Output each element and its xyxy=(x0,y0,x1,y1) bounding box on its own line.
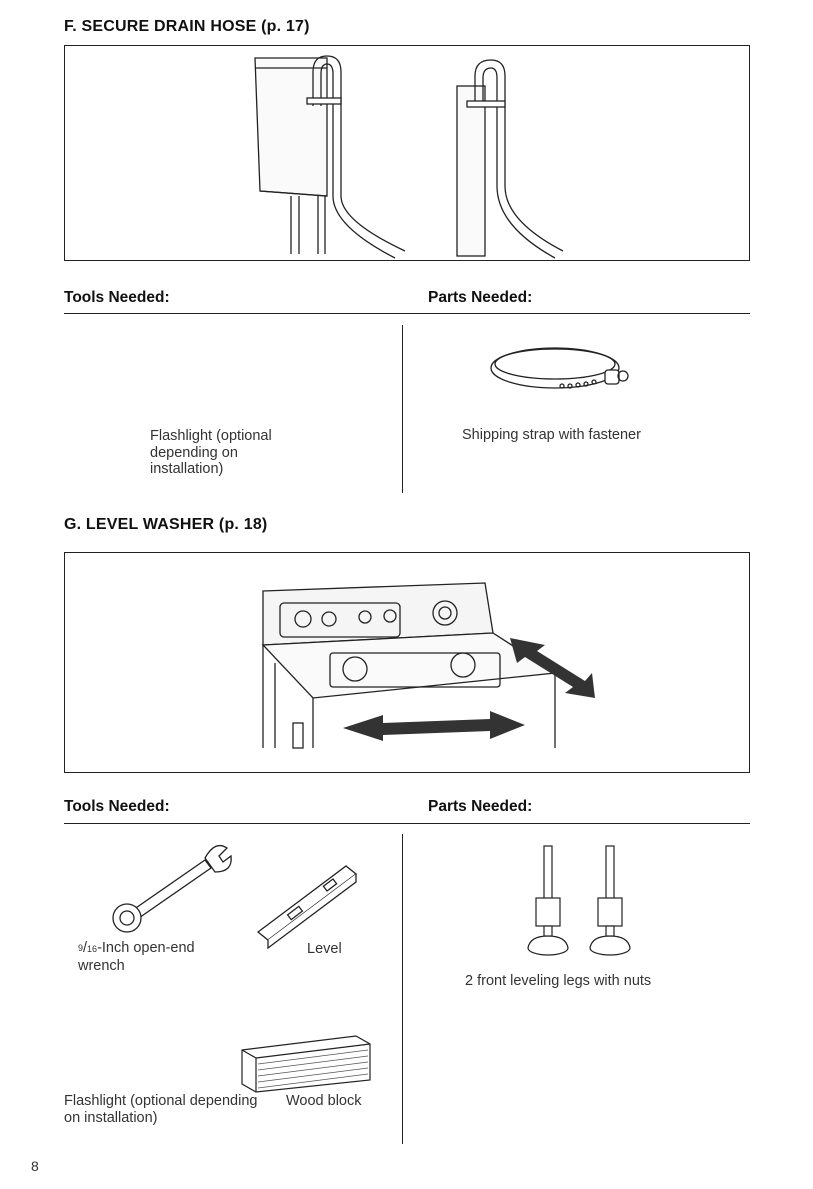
section-f-tools-heading: Tools Needed: xyxy=(64,289,170,306)
section-f-rule xyxy=(64,313,750,314)
drain-hose-illustration-frame xyxy=(64,45,750,261)
flashlight-caption-g: Flashlight (optional depending on instal… xyxy=(64,1093,258,1126)
wrench-caption-text: -Inch open-end wrench xyxy=(78,940,195,974)
section-g-rule xyxy=(64,823,750,824)
drain-hose-illustration xyxy=(254,55,564,259)
shipping-strap-caption: Shipping strap with fastener xyxy=(462,427,641,443)
section-f-parts-heading: Parts Needed: xyxy=(428,289,533,306)
section-f-title: F. SECURE DRAIN HOSE (p. 17) xyxy=(64,18,310,35)
leveling-legs-caption: 2 front leveling legs with nuts xyxy=(465,973,652,989)
flashlight-caption: Flashlight (optional depending on instal… xyxy=(150,428,272,477)
shipping-strap-icon xyxy=(490,347,629,389)
wrench-icon xyxy=(112,844,232,933)
level-caption: Level xyxy=(307,941,342,957)
section-g-divider xyxy=(402,834,403,1144)
section-g-parts-heading: Parts Needed: xyxy=(428,798,533,815)
leveling-legs-icon xyxy=(527,845,631,956)
wrench-caption: 9/16-Inch open-end wrench xyxy=(78,940,195,974)
section-f-divider xyxy=(402,325,403,493)
wood-block-icon xyxy=(241,1035,371,1093)
wrench-size-numerator: 9 xyxy=(78,943,84,953)
level-washer-illustration xyxy=(261,582,595,749)
wood-block-caption: Wood block xyxy=(286,1093,362,1109)
section-g-title: G. LEVEL WASHER (p. 18) xyxy=(64,516,268,533)
level-washer-illustration-frame xyxy=(64,552,750,773)
section-g-tools-heading: Tools Needed: xyxy=(64,798,170,815)
level-icon xyxy=(256,865,358,950)
page-number: 8 xyxy=(31,1158,39,1174)
wrench-size-denominator: 16 xyxy=(87,944,98,954)
